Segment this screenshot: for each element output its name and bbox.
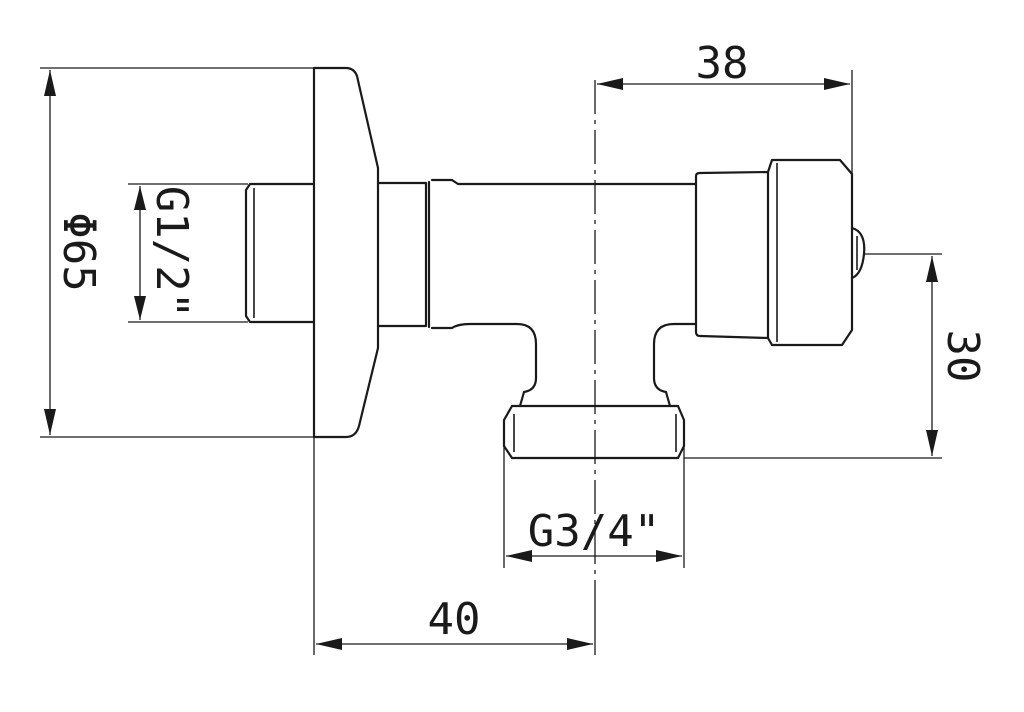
outlet-nut [502, 404, 686, 460]
valve-body [376, 178, 698, 408]
inlet-thread-label: G1/2" [146, 186, 197, 318]
diameter-label: Φ65 [53, 212, 104, 291]
height-30-label: 30 [937, 330, 988, 383]
width-40-label: 40 [428, 594, 481, 645]
dimension-30: 30 [684, 253, 988, 459]
wall-flange [312, 66, 380, 439]
dimension-inlet-thread: G1/2" [128, 183, 248, 323]
dimension-40: 40 [313, 437, 596, 655]
inlet-thread [244, 182, 316, 324]
dimension-outlet-thread: G3/4" [503, 446, 685, 568]
valve-handle [694, 158, 866, 347]
dimension-38: 38 [597, 38, 853, 174]
width-38-label: 38 [696, 38, 749, 89]
dimension-diameter: Φ65 [40, 67, 314, 438]
outlet-thread-label: G3/4" [528, 506, 660, 557]
